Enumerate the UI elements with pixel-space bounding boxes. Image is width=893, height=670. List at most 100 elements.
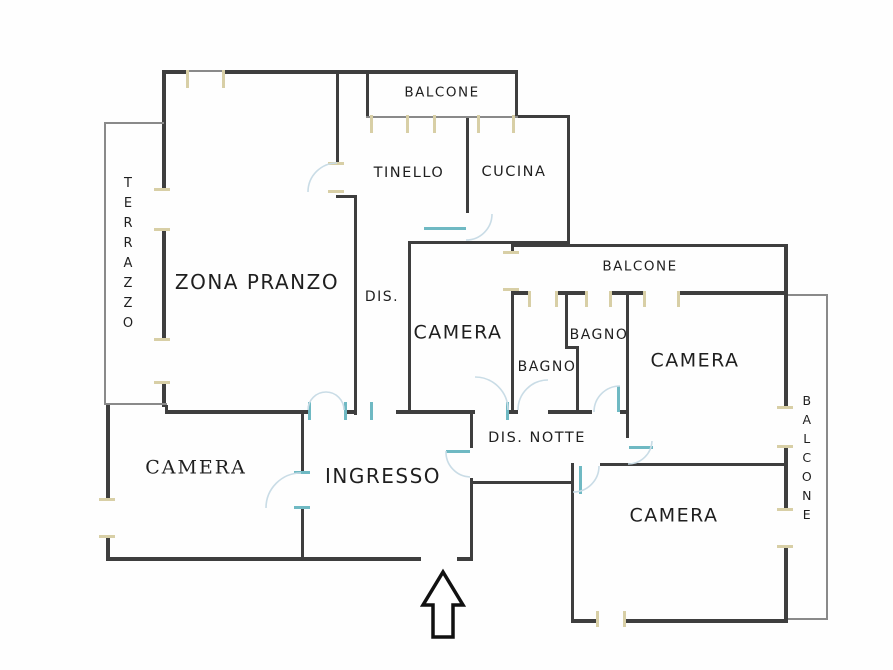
- wall: [511, 290, 514, 412]
- thin-wall: [788, 618, 828, 620]
- label-bagno-dx: BAGNO: [569, 327, 629, 343]
- window-tick: [99, 535, 115, 538]
- window-tick: [503, 251, 519, 254]
- wall: [301, 410, 304, 473]
- label-dis: DIS.: [364, 289, 400, 305]
- wall: [366, 70, 369, 117]
- door-tick: [579, 466, 582, 494]
- door-tick: [308, 402, 311, 420]
- wall: [408, 241, 570, 244]
- wall: [224, 70, 518, 74]
- wall: [408, 241, 411, 414]
- door-arc: [627, 440, 653, 465]
- label-dis-notte: DIS. NOTTE: [488, 429, 586, 446]
- thin-wall: [104, 122, 164, 124]
- wall: [344, 410, 356, 414]
- door-arc: [307, 162, 338, 193]
- wall: [571, 463, 574, 622]
- door-tick: [294, 471, 310, 474]
- wall: [162, 70, 166, 190]
- label-tinello: TINELLO: [373, 164, 445, 181]
- wall: [165, 405, 168, 414]
- wall: [354, 195, 357, 415]
- wall: [336, 70, 339, 164]
- wall: [576, 346, 579, 412]
- door-tick: [294, 506, 310, 509]
- window-tick: [328, 162, 344, 165]
- door-tick: [446, 450, 470, 453]
- wall: [162, 230, 166, 340]
- door-arc: [517, 379, 549, 411]
- window-tick: [154, 338, 170, 341]
- label-zona-pranzo: ZONA PRANZO: [174, 270, 340, 294]
- wall: [511, 241, 514, 253]
- window-tick: [623, 611, 626, 627]
- window-tick: [777, 508, 793, 511]
- wall: [106, 405, 110, 500]
- thin-wall: [104, 122, 106, 405]
- wall: [336, 195, 357, 198]
- window-tick: [777, 545, 793, 548]
- door-tick: [370, 402, 373, 420]
- door-tick: [629, 446, 653, 449]
- wall: [567, 115, 570, 244]
- label-balcone-centro: BALCONE: [602, 258, 678, 275]
- wall: [457, 557, 473, 561]
- wall: [626, 291, 629, 438]
- window-tick: [186, 70, 189, 88]
- wall: [600, 463, 784, 466]
- wall: [466, 117, 469, 213]
- door-arc: [572, 465, 600, 493]
- window-tick: [585, 291, 588, 307]
- wall: [162, 70, 187, 74]
- wall: [626, 619, 788, 623]
- wall: [784, 244, 788, 408]
- wall: [511, 291, 528, 295]
- window-tick: [433, 115, 436, 133]
- window-tick: [643, 291, 646, 307]
- wall: [784, 447, 788, 510]
- wall: [515, 115, 570, 118]
- wall: [571, 619, 596, 623]
- wall: [515, 70, 518, 117]
- wall: [565, 346, 579, 349]
- label-cucina: CUCINA: [481, 163, 547, 180]
- wall: [680, 291, 788, 295]
- window-tick: [154, 381, 170, 384]
- label-balcone-top: BALCONE: [404, 84, 480, 101]
- wall: [470, 410, 473, 448]
- wall: [565, 293, 568, 348]
- label-camera-sx: CAMERA: [145, 456, 247, 479]
- wall: [548, 410, 592, 414]
- wall: [470, 481, 574, 484]
- label-camera-dx: CAMERA: [650, 349, 740, 372]
- door-tick: [506, 402, 509, 420]
- wall: [396, 410, 475, 414]
- door-arc: [474, 376, 509, 411]
- window-tick: [528, 291, 531, 307]
- window-tick: [609, 291, 612, 307]
- window-tick: [154, 228, 170, 231]
- thin-wall: [788, 294, 828, 296]
- door-arc: [445, 450, 471, 478]
- window-tick: [596, 611, 599, 627]
- wall: [106, 537, 110, 561]
- thin-wall: [366, 116, 518, 118]
- window-tick: [503, 288, 519, 291]
- wall: [620, 410, 628, 414]
- wall: [162, 383, 166, 407]
- window-tick: [154, 188, 170, 191]
- thin-wall: [187, 70, 224, 72]
- label-camera-centro: CAMERA: [413, 321, 503, 344]
- thin-wall: [104, 403, 167, 405]
- window-tick: [677, 291, 680, 307]
- label-terrazzo: TERRAZZO: [120, 176, 136, 336]
- entrance-arrow-icon: [419, 568, 467, 639]
- window-tick: [406, 115, 409, 133]
- door-arc: [265, 472, 302, 509]
- door-tick: [424, 227, 466, 230]
- label-bagno-sx: BAGNO: [517, 359, 577, 375]
- window-tick: [370, 115, 373, 133]
- window-tick: [555, 291, 558, 307]
- label-camera-basso: CAMERA: [629, 504, 719, 527]
